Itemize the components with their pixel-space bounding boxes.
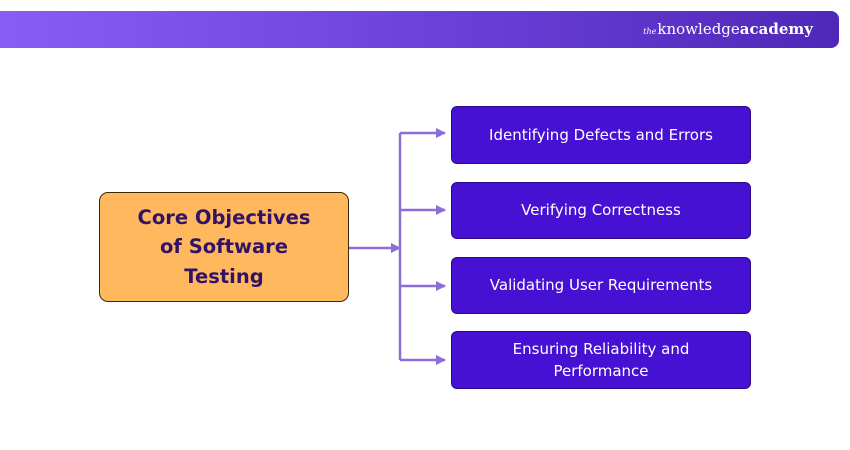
brand-logo-knowledge: knowledge (657, 20, 740, 38)
brand-logo-prefix: the (643, 27, 657, 36)
brand-logo: theknowledgeacademy (643, 19, 813, 42)
central-topic-title: Core Objectives of Software Testing (137, 206, 311, 288)
objective-label: Validating User Requirements (489, 276, 713, 295)
objective-box-verifying-correctness: Verifying Correctness (451, 182, 751, 239)
header-bar: theknowledgeacademy (0, 11, 839, 48)
central-topic-box: Core Objectives of Software Testing (99, 192, 349, 302)
brand-logo-academy: academy (739, 20, 813, 38)
objective-box-validating-requirements: Validating User Requirements (451, 257, 751, 314)
objective-label: Ensuring Reliability and Performance (512, 339, 690, 381)
objective-label: Verifying Correctness (521, 201, 681, 220)
objective-box-ensuring-reliability: Ensuring Reliability and Performance (451, 331, 751, 389)
objective-box-identifying-defects: Identifying Defects and Errors (451, 106, 751, 164)
objective-label: Identifying Defects and Errors (489, 125, 713, 144)
